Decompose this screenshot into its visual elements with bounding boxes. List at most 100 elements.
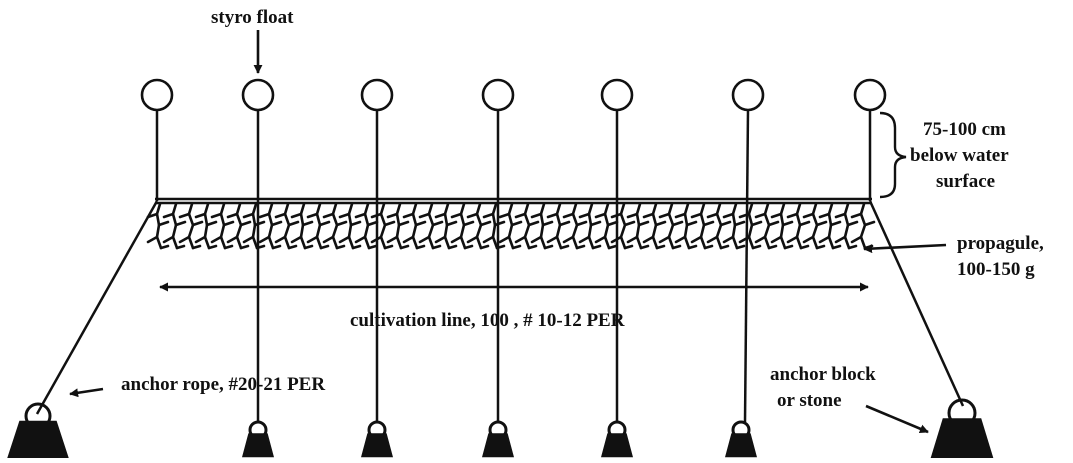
- propagule-branch: [287, 244, 298, 250]
- propagule-branch: [690, 212, 703, 219]
- propagule-tuft: [626, 202, 650, 250]
- propagule-tuft: [290, 202, 314, 250]
- propagule-branch: [541, 220, 554, 227]
- propagule-branch: [802, 235, 815, 244]
- propagule-branch: [623, 244, 634, 250]
- propagule-branch: [367, 244, 378, 250]
- propagule-tuft: [274, 202, 300, 250]
- propagule-branch: [226, 235, 239, 244]
- propagule-branch: [671, 220, 684, 227]
- propagule-branch: [335, 244, 346, 250]
- anchor-weight: [482, 420, 514, 458]
- rope-lines: [35, 109, 965, 423]
- propagule-tuft: [210, 202, 235, 250]
- propagule-branch: [434, 212, 447, 219]
- propagule-branch: [287, 220, 300, 227]
- float-anchor-line: [743, 109, 750, 423]
- propagule-branch: [722, 235, 735, 244]
- propagule-branch: [658, 212, 671, 219]
- anchor-block: [242, 433, 274, 458]
- propagule-tuft: [578, 202, 602, 250]
- anchor-weight: [725, 420, 757, 458]
- propagule-branch: [205, 220, 218, 227]
- propagule-branch: [575, 244, 586, 250]
- propagule-branch: [397, 220, 410, 227]
- anchor-weight: [601, 420, 633, 458]
- propagule-tuft: [706, 202, 732, 250]
- propagule-branch: [815, 244, 826, 250]
- propagule-tuft: [434, 202, 458, 250]
- anchor-block: [361, 433, 393, 458]
- propagule-tuft: [466, 202, 492, 250]
- propagule-branch: [786, 235, 799, 244]
- anchor-block-arrow: [865, 404, 929, 434]
- propagule-tuft: [322, 202, 348, 250]
- styro-float-circle: [600, 78, 634, 112]
- propagule-branch: [834, 235, 847, 244]
- propagule-branch: [479, 220, 492, 227]
- propagule-branch: [482, 212, 495, 219]
- propagule-branch: [338, 235, 351, 244]
- propagule-branch: [322, 212, 335, 219]
- propagule-branch: [530, 235, 543, 244]
- propagule-branch: [274, 212, 287, 219]
- propagule-tuft: [226, 202, 252, 250]
- propagule-tuft: [482, 202, 506, 250]
- propagule-branch: [658, 235, 671, 244]
- styro-float-circle: [731, 78, 765, 112]
- propagule-label-line2: 100-150 g: [957, 259, 1035, 280]
- anchor-weight: [242, 420, 274, 458]
- cultivation-line-label: cultivation line, 100 , # 10-12 PER: [350, 310, 625, 331]
- propagule-branch: [562, 235, 575, 244]
- propagule-tuft: [674, 202, 698, 250]
- propagule-branch: [642, 212, 655, 219]
- propagule-tuft: [546, 202, 571, 250]
- propagule-branch: [207, 244, 218, 250]
- propagule-branch: [818, 212, 831, 219]
- propagule-branch: [482, 235, 495, 244]
- propagule-branch: [338, 212, 351, 219]
- propagule-branch: [786, 212, 799, 219]
- propagule-branch: [850, 235, 863, 244]
- propagule-branch: [719, 220, 732, 227]
- propagule-branch: [450, 212, 463, 219]
- anchor-block: [7, 420, 69, 459]
- propagule-tuft: [834, 202, 859, 250]
- propagule-branch: [174, 220, 187, 227]
- propagule-branch: [399, 244, 410, 250]
- propagule-branch: [558, 220, 571, 227]
- anchor-weight: [7, 402, 69, 459]
- propagule-label-line1: propagule,: [957, 233, 1044, 254]
- propagule-branch: [191, 220, 204, 227]
- propagule-branch: [175, 244, 186, 250]
- propagule-branch: [498, 235, 511, 244]
- propagule-branch: [654, 220, 667, 227]
- propagule-branch: [178, 212, 191, 219]
- depth-label-line1: 75-100 cm: [923, 119, 1006, 140]
- propagule-branch: [623, 220, 636, 227]
- propagule-branch: [511, 244, 522, 250]
- propagule-branch: [834, 212, 847, 219]
- propagule-branch: [383, 220, 396, 227]
- propagule-branch: [319, 244, 330, 250]
- propagule-branch: [671, 244, 682, 250]
- styro-float-circle: [481, 78, 515, 112]
- propagule-branch: [194, 212, 207, 219]
- propagule-branch: [318, 220, 331, 227]
- propagule-branch: [301, 220, 314, 227]
- propagule-branch: [162, 212, 175, 219]
- propagule-tuft: [306, 202, 331, 250]
- propagule-branch: [402, 235, 415, 244]
- propagule-tuft: [850, 202, 876, 250]
- propagule-branch: [781, 220, 794, 227]
- propagule-branch: [687, 244, 698, 250]
- propagule-branch: [735, 244, 746, 250]
- propagule-branch: [818, 235, 831, 244]
- propagule-branch: [415, 244, 426, 250]
- styro-float-circle: [360, 78, 394, 112]
- propagule-branch: [303, 244, 314, 250]
- propagule-tuft: [450, 202, 475, 250]
- propagule-branch: [354, 235, 367, 244]
- styro-float-circle: [241, 78, 275, 112]
- propagule-branch: [733, 220, 746, 227]
